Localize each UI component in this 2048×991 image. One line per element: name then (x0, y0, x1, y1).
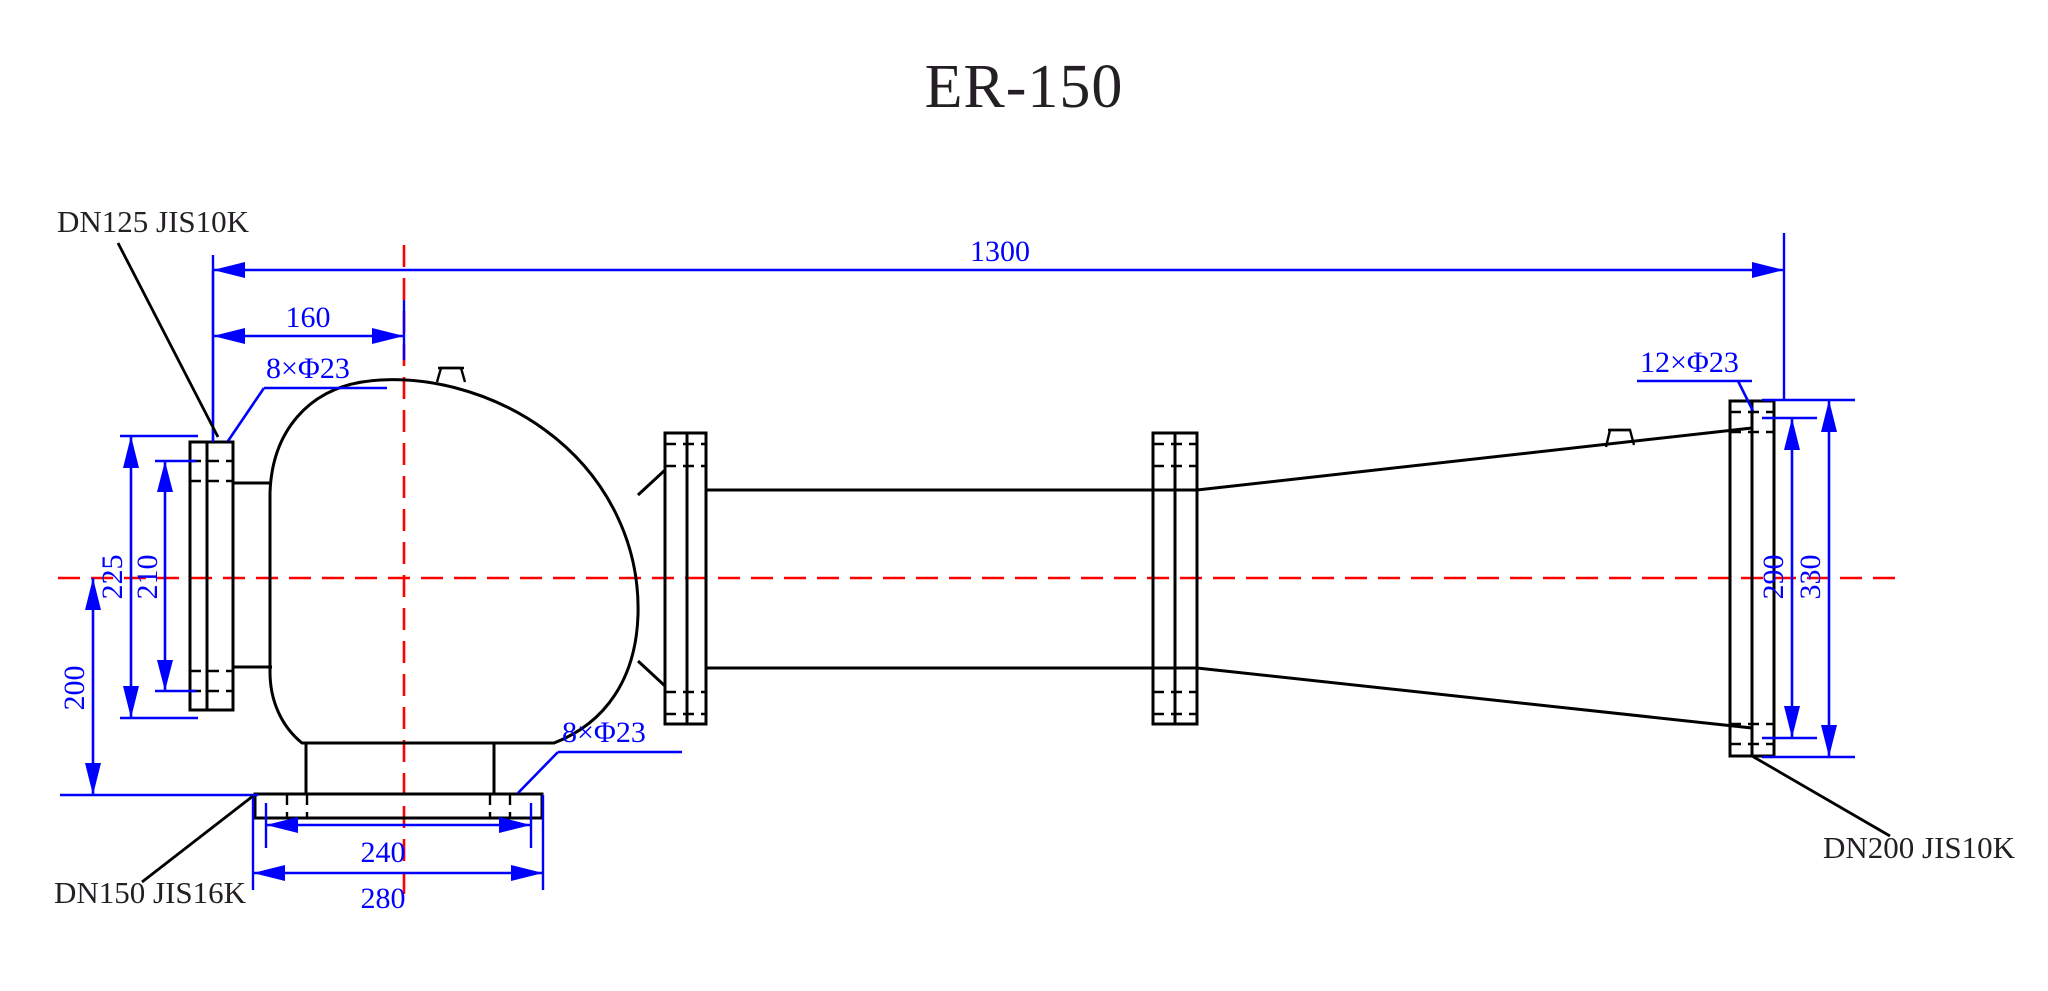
dimension-bottom-flange-od: 280 (251, 795, 545, 915)
dimension-inlet-flange-bcd: 210 (131, 459, 196, 693)
arrowhead-225-bottom (123, 686, 139, 718)
dim-value-160: 160 (286, 301, 331, 334)
arrowhead-200-bottom (85, 763, 101, 795)
mid-flange-2-plate-b (1173, 431, 1199, 726)
dimension-inlet-flange-od: 225 (96, 434, 198, 720)
note-outlet-bolt: 12×Φ23 (1637, 346, 1755, 412)
note-leader-outlet-slant (1736, 380, 1755, 412)
arrowhead-225-top (123, 436, 139, 468)
label-inlet-flange: DN125 JIS10K (57, 204, 250, 438)
arrowhead-330-top (1821, 400, 1837, 432)
inlet-flange-plate-inner (205, 440, 235, 712)
arrowhead-240-right (499, 817, 531, 833)
cone-bottom-edge (1196, 666, 1753, 730)
note-leader-inlet (226, 387, 266, 442)
note-value-inlet-bolt: 8×Φ23 (266, 352, 350, 385)
label-leader-bottom-flange (141, 794, 254, 884)
dim-value-225: 225 (96, 555, 129, 600)
arrowhead-200-top (85, 578, 101, 610)
dimension-bottom-flange-bcd: 240 (264, 803, 533, 869)
arrowhead-240-left (266, 817, 298, 833)
note-bottom-bolt: 8×Φ23 (517, 716, 682, 794)
body-ovoid-shell (268, 378, 640, 745)
dim-value-290: 290 (1757, 555, 1790, 600)
vessel-outline (188, 366, 1776, 820)
dim-value-210: 210 (131, 555, 164, 600)
mid-flange-1-plate-b (685, 431, 708, 726)
dimension-centerline-height: 200 (58, 578, 258, 797)
label-text-inlet-flange: DN125 JIS10K (57, 204, 250, 239)
dimension-outlet-flange-bcd: 290 (1757, 416, 1817, 740)
arrowhead-330-bottom (1821, 725, 1837, 757)
centerlines (58, 245, 1904, 905)
arrowhead-280-right (511, 865, 543, 881)
note-leader-bottom (517, 751, 559, 794)
label-leader-outlet-flange (1751, 754, 1891, 838)
dimension-outlet-flange-od: 330 (1762, 398, 1855, 759)
arrowhead-210-top (157, 461, 173, 492)
label-bottom-flange: DN150 JIS16K (54, 794, 254, 910)
inlet-neck (231, 481, 272, 669)
label-leader-inlet-flange (116, 242, 220, 438)
bottom-branch-neck (304, 743, 496, 794)
arrowhead-280-left (253, 865, 285, 881)
label-text-outlet-flange: DN200 JIS10K (1823, 830, 2016, 865)
body-top-vent-nozzle (435, 366, 467, 383)
dim-value-280: 280 (361, 882, 406, 915)
note-value-outlet-bolt: 12×Φ23 (1640, 346, 1739, 379)
note-inlet-bolt: 8×Φ23 (226, 352, 387, 442)
arrowhead-160-left (213, 328, 245, 344)
dim-value-200: 200 (58, 666, 91, 711)
label-outlet-flange: DN200 JIS10K (1751, 754, 2016, 865)
dim-value-240: 240 (361, 836, 406, 869)
note-value-bottom-bolt: 8×Φ23 (562, 716, 646, 749)
outlet-flange-plate-b (1728, 399, 1754, 758)
dim-value-330: 330 (1794, 555, 1827, 600)
drawing-title: ER-150 (924, 53, 1124, 121)
arrowhead-290-top (1784, 418, 1800, 450)
arrowhead-210-bottom (157, 660, 173, 691)
label-text-bottom-flange: DN150 JIS16K (54, 875, 247, 910)
arrowhead-290-bottom (1784, 706, 1800, 738)
arrowhead-1300-right (1752, 262, 1784, 278)
cone-top-edge (1196, 426, 1753, 492)
bottom-flange-plate (253, 792, 544, 820)
dimension-overall-length: 1300 (211, 233, 1786, 440)
dim-value-1300: 1300 (970, 235, 1030, 268)
dimension-inlet-offset: 160 (211, 270, 406, 442)
arrowhead-1300-left (213, 262, 245, 278)
arrowhead-160-right (372, 328, 404, 344)
